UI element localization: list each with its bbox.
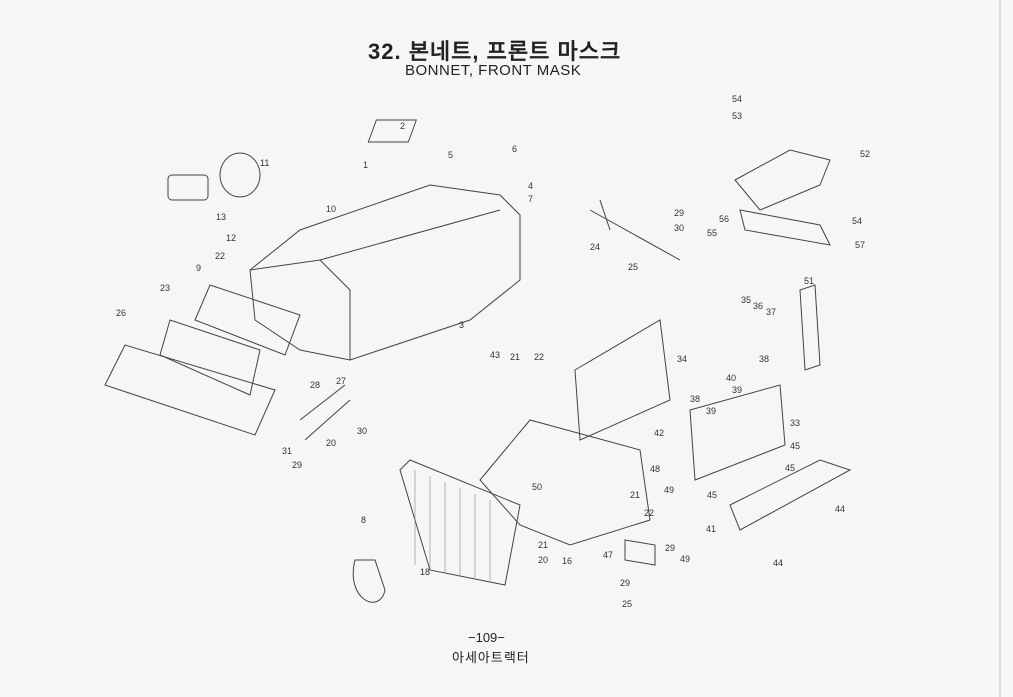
part-callout: 44 <box>835 504 846 514</box>
part-callout: 20 <box>326 438 337 448</box>
part-callout: 29 <box>674 208 685 218</box>
support-bar-part <box>589 199 681 261</box>
part-callout: 41 <box>706 524 717 534</box>
part-callout: 20 <box>538 555 549 565</box>
part-callout: 21 <box>510 352 521 362</box>
part-callout: 27 <box>336 376 347 386</box>
part-callout: 50 <box>532 482 543 492</box>
part-callout: 52 <box>860 149 871 159</box>
part-callout: 54 <box>852 216 863 226</box>
part-callout: 40 <box>726 373 737 383</box>
part-callout: 8 <box>361 515 367 525</box>
headlamp-part <box>219 152 261 198</box>
part-callout: 23 <box>160 283 171 293</box>
grille-part <box>399 459 521 586</box>
page-title-korean: 32. 본네트, 프론트 마스크 <box>368 39 622 64</box>
part-callout: 2 <box>400 121 406 131</box>
part-callout: 29 <box>665 543 676 553</box>
strip-part <box>799 284 821 371</box>
part-callout: 21 <box>630 490 641 500</box>
part-callout: 49 <box>680 554 691 564</box>
bonnet-part <box>249 184 521 361</box>
part-callout: 47 <box>603 550 614 560</box>
part-callout: 12 <box>226 233 237 243</box>
part-callout: 39 <box>706 406 717 416</box>
scan-edge <box>999 0 1001 697</box>
bracket-part <box>734 149 831 211</box>
part-callout: 10 <box>326 204 337 214</box>
part-callout: 28 <box>310 380 321 390</box>
part-callout: 43 <box>490 350 501 360</box>
side-panel-part <box>689 384 786 481</box>
headlamp-lens <box>167 174 209 201</box>
part-callout: 38 <box>759 354 770 364</box>
bonnet-cover-plate <box>367 119 418 143</box>
part-callout: 29 <box>620 578 631 588</box>
part-callout: 22 <box>534 352 545 362</box>
part-callout: 51 <box>804 276 815 286</box>
part-callout: 34 <box>677 354 688 364</box>
part-callout: 53 <box>732 111 743 121</box>
part-callout: 31 <box>282 446 293 456</box>
part-callout: 45 <box>785 463 796 473</box>
part-callout: 18 <box>420 567 431 577</box>
part-callout: 26 <box>116 308 127 318</box>
front-mask-part <box>104 344 276 436</box>
part-callout: 39 <box>732 385 743 395</box>
part-callout: 4 <box>528 181 534 191</box>
side-panel-part <box>574 319 671 441</box>
part-callout: 6 <box>512 144 518 154</box>
part-callout: 5 <box>448 150 454 160</box>
part-callout: 13 <box>216 212 227 222</box>
part-callout: 33 <box>790 418 801 428</box>
part-callout: 30 <box>674 223 685 233</box>
part-callout: 49 <box>664 485 675 495</box>
part-callout: 9 <box>196 263 202 273</box>
part-callout: 38 <box>690 394 701 404</box>
publisher-footer: 아세아트랙터 <box>452 650 530 665</box>
part-callout: 44 <box>773 558 784 568</box>
bracket-part <box>739 209 831 246</box>
horn-part <box>352 559 386 603</box>
part-callout: 16 <box>562 556 573 566</box>
part-callout: 25 <box>622 599 633 609</box>
part-callout: 36 <box>753 301 764 311</box>
part-callout: 24 <box>590 242 601 252</box>
part-callout: 22 <box>215 251 226 261</box>
part-callout: 30 <box>357 426 368 436</box>
part-callout: 25 <box>628 262 639 272</box>
bezel-part <box>194 284 301 356</box>
part-callout: 54 <box>732 94 743 104</box>
part-callout: 55 <box>707 228 718 238</box>
part-callout: 45 <box>707 490 718 500</box>
part-callout: 48 <box>650 464 661 474</box>
gasket-part <box>159 319 261 396</box>
part-callout: 29 <box>292 460 303 470</box>
part-callout: 57 <box>855 240 866 250</box>
part-callout: 22 <box>644 508 655 518</box>
page-title-english: BONNET, FRONT MASK <box>405 62 582 79</box>
page-number: −109− <box>468 630 505 645</box>
bracket-part <box>624 539 656 566</box>
part-callout: 1 <box>363 160 369 170</box>
part-callout: 42 <box>654 428 665 438</box>
lower-mask-part <box>479 419 651 546</box>
part-callout: 35 <box>741 295 752 305</box>
part-callout: 21 <box>538 540 549 550</box>
part-callout: 3 <box>459 320 465 330</box>
part-callout: 37 <box>766 307 777 317</box>
skirt-part <box>729 459 852 531</box>
part-callout: 45 <box>790 441 801 451</box>
part-callout: 11 <box>260 158 270 168</box>
stay-part <box>299 384 351 441</box>
part-callout: 7 <box>528 194 534 204</box>
part-callout: 56 <box>719 214 730 224</box>
